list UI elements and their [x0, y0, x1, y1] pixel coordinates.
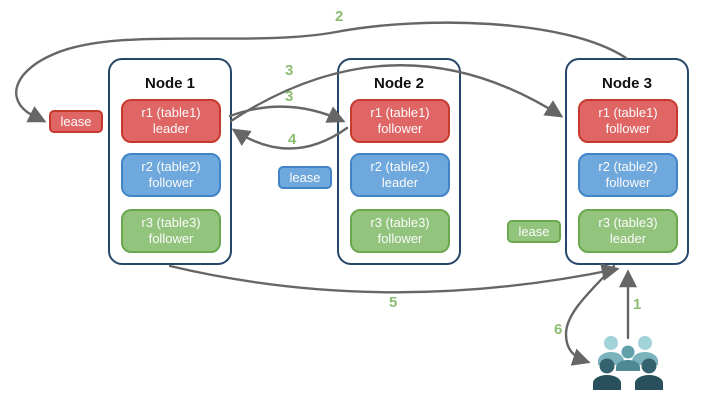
- node3-replica-r1: r1 (table1) follower: [578, 99, 678, 143]
- node2-replica-r1: r1 (table1) follower: [350, 99, 450, 143]
- step-label-6: 6: [554, 321, 563, 338]
- replica-name: r2 (table2): [141, 159, 201, 174]
- replica-role: follower: [377, 231, 423, 246]
- step-label-1: 1: [633, 296, 642, 313]
- arrow-step3-node1-to-node2: [228, 105, 346, 123]
- node1-replica-r1: r1 (table1) leader: [121, 99, 221, 143]
- replica-role: follower: [605, 121, 651, 136]
- replica-name: r3 (table3): [370, 215, 430, 230]
- lease-badge-blue: lease: [278, 166, 332, 189]
- node2-replica-r2: r2 (table2) leader: [350, 153, 450, 197]
- node1-replica-r3: r3 (table3) follower: [121, 209, 221, 253]
- lease-badge-green: lease: [507, 220, 561, 243]
- user-middle: [616, 345, 640, 371]
- step-label-3-far: 3: [285, 62, 294, 79]
- replica-name: r3 (table3): [141, 215, 201, 230]
- user-front-right: [635, 358, 663, 390]
- node-1-box: Node 1 r1 (table1) leader r2 (table2) fo…: [108, 58, 232, 265]
- user-front-left: [593, 358, 621, 390]
- step-label-5: 5: [389, 294, 398, 311]
- replica-name: r2 (table2): [370, 159, 430, 174]
- user-back-right: [632, 336, 658, 365]
- replica-name: r1 (table1): [370, 105, 430, 120]
- step-label-4: 4: [288, 131, 297, 148]
- node-2-box: Node 2 r1 (table1) follower r2 (table2) …: [337, 58, 461, 265]
- node2-replica-r3: r3 (table3) follower: [350, 209, 450, 253]
- replica-role: follower: [148, 175, 194, 190]
- replica-name: r1 (table1): [141, 105, 201, 120]
- arrow-step5-node1-to-node3: [168, 263, 620, 294]
- user-back-left: [598, 336, 624, 365]
- arrow-step6-node3-to-users: [564, 264, 616, 366]
- node1-replica-r2: r2 (table2) follower: [121, 153, 221, 197]
- users-group-icon: [593, 336, 663, 390]
- replica-role: follower: [377, 121, 423, 136]
- node3-replica-r2: r2 (table2) follower: [578, 153, 678, 197]
- node3-replica-r3: r3 (table3) leader: [578, 209, 678, 253]
- replica-name: r3 (table3): [598, 215, 658, 230]
- replica-name: r1 (table1): [598, 105, 658, 120]
- replica-role: leader: [152, 121, 190, 136]
- node-3-box: Node 3 r1 (table1) follower r2 (table2) …: [565, 58, 689, 265]
- node-2-title: Node 2: [373, 75, 424, 92]
- step-label-2: 2: [335, 8, 344, 25]
- replica-role: leader: [381, 175, 419, 190]
- step-label-3-near: 3: [285, 88, 294, 105]
- replica-role: leader: [609, 231, 647, 246]
- lease-badge-red: lease: [49, 110, 103, 133]
- node-3-title: Node 3: [601, 75, 652, 92]
- replica-name: r2 (table2): [598, 159, 658, 174]
- replica-role: follower: [148, 231, 194, 246]
- replica-role: follower: [605, 175, 651, 190]
- node-1-title: Node 1: [144, 75, 195, 92]
